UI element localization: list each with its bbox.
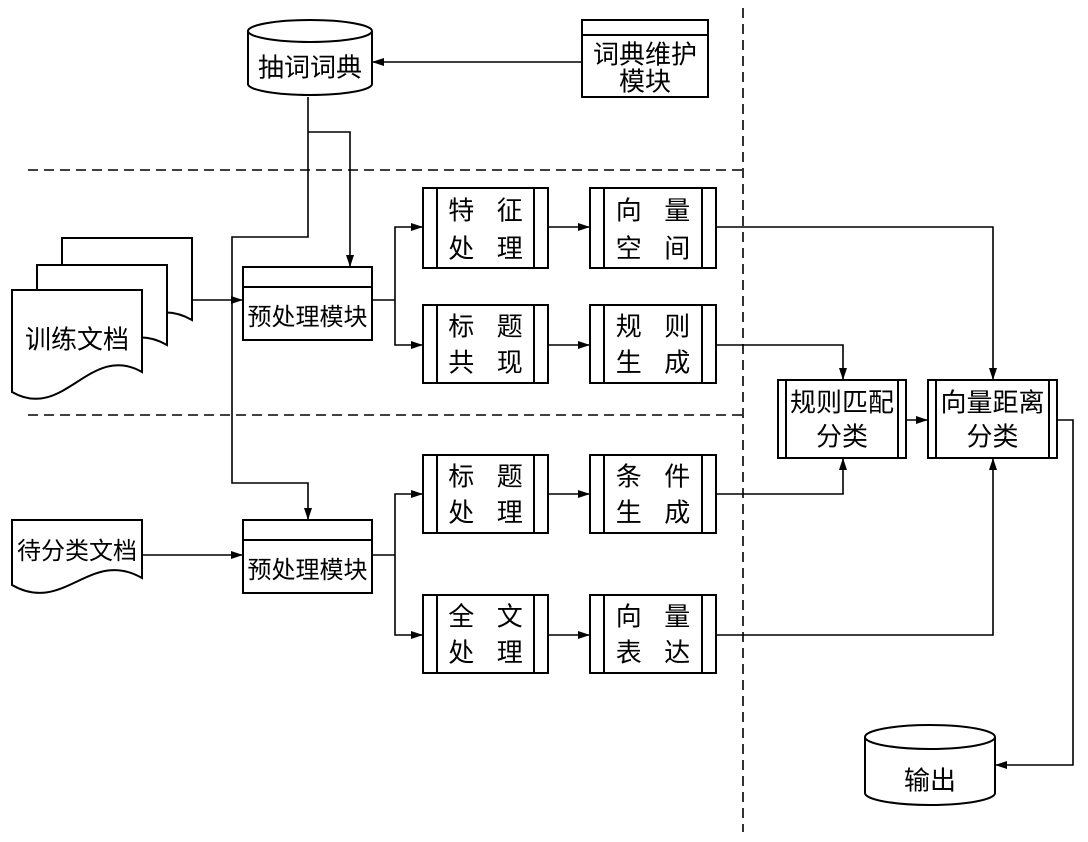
node-title-cooccurrence: 标 题 共 现 <box>422 304 549 384</box>
node-feature-processing: 特 征 处 理 <box>422 187 549 269</box>
database-cylinder <box>247 19 373 96</box>
node-label-line-1: 特 征 <box>448 197 523 226</box>
arrow-extraction-dict-to-preprocess-lower <box>231 132 312 520</box>
process-box <box>589 304 717 384</box>
process-box <box>422 594 549 674</box>
node-condition-generation: 条 件 生 成 <box>589 454 717 534</box>
process-box <box>422 454 549 534</box>
node-label: 预处理模块 <box>248 557 368 584</box>
node-label-line-2: 分类 <box>966 423 1018 452</box>
node-label: 训练文档 <box>25 326 129 355</box>
process-box <box>777 379 907 459</box>
node-label-line-2: 处 理 <box>448 499 523 528</box>
node-label-line-2: 表 达 <box>616 639 691 668</box>
node-label-line-2: 模块 <box>619 68 671 97</box>
arrow-to-feature-processing <box>394 223 423 300</box>
node-label-line-1: 全 文 <box>448 603 523 632</box>
arrow-vector-space-to-vector-distance-classify <box>716 226 997 380</box>
process-box <box>927 379 1058 459</box>
node-title-processing: 标 题 处 理 <box>422 454 549 534</box>
node-rule-generation: 规 则 生 成 <box>589 304 717 384</box>
node-label-line-2: 空 间 <box>616 235 691 264</box>
node-unclassified-docs: 待分类文档 <box>11 519 143 594</box>
node-vector-expression: 向 量 表 达 <box>589 594 717 674</box>
process-box <box>589 594 717 674</box>
node-label-line-1: 规则匹配 <box>790 389 894 418</box>
arrow-to-title-cooccurrence <box>394 300 423 349</box>
node-training-docs: 训练文档 <box>11 237 193 400</box>
document-shape-front <box>11 289 143 400</box>
node-label-line-1: 词典维护 <box>593 41 697 70</box>
process-box <box>422 187 549 269</box>
node-fulltext-processing: 全 文 处 理 <box>422 594 549 674</box>
node-preprocess-upper: 预处理模块 <box>242 266 373 341</box>
arrow-rule-generation-to-rule-match-classify <box>716 344 847 380</box>
node-label-line-2: 生 成 <box>616 499 691 528</box>
arrow-condition-generation-to-rule-match-classify <box>716 458 847 495</box>
node-label-line-2: 处 理 <box>448 639 523 668</box>
arrow-to-fulltext-processing <box>394 555 423 639</box>
node-label-line-1: 标 题 <box>448 463 523 492</box>
node-label: 预处理模块 <box>248 304 368 331</box>
node-extraction-dict: 抽词词典 <box>247 19 373 96</box>
database-cylinder-rim <box>247 30 373 43</box>
arrow-vector-distance-to-output <box>995 419 1074 769</box>
node-preprocess-lower: 预处理模块 <box>242 519 373 594</box>
node-label-line-1: 向量距离 <box>940 389 1044 418</box>
arrow-extraction-dict-to-preprocess-upper <box>308 131 354 267</box>
node-label-line-1: 条 件 <box>616 463 691 492</box>
process-box <box>422 304 549 384</box>
node-label-line-1: 规 则 <box>616 313 691 342</box>
node-label-line-2: 分类 <box>816 423 868 452</box>
arrow-to-title-processing <box>394 490 423 555</box>
node-rule-match-classify: 规则匹配 分类 <box>777 379 907 459</box>
node-dict-maintenance: 词典维护 模块 <box>581 19 709 98</box>
database-cylinder <box>864 724 996 806</box>
module-box <box>581 19 709 98</box>
document-shape <box>11 519 143 594</box>
node-vector-space: 向 量 空 间 <box>589 187 717 269</box>
node-label-line-2: 处 理 <box>448 235 523 264</box>
module-box <box>242 519 373 594</box>
arrow-vector-expression-to-vector-distance-classify <box>716 458 997 636</box>
node-label: 输出 <box>904 767 956 796</box>
node-label-line-1: 向 量 <box>616 603 691 632</box>
node-label: 待分类文档 <box>17 538 137 565</box>
process-box <box>589 187 717 269</box>
node-label-line-1: 标 题 <box>448 313 523 342</box>
process-box <box>589 454 717 534</box>
node-output: 输出 <box>864 724 996 806</box>
node-label-line-1: 向 量 <box>616 197 691 226</box>
node-label: 抽词词典 <box>258 54 362 83</box>
node-vector-distance-classify: 向量距离 分类 <box>927 379 1058 459</box>
node-label-line-2: 生 成 <box>616 349 691 378</box>
node-label-line-2: 共 现 <box>448 349 523 378</box>
module-box <box>242 266 373 341</box>
database-cylinder-rim <box>864 736 996 750</box>
